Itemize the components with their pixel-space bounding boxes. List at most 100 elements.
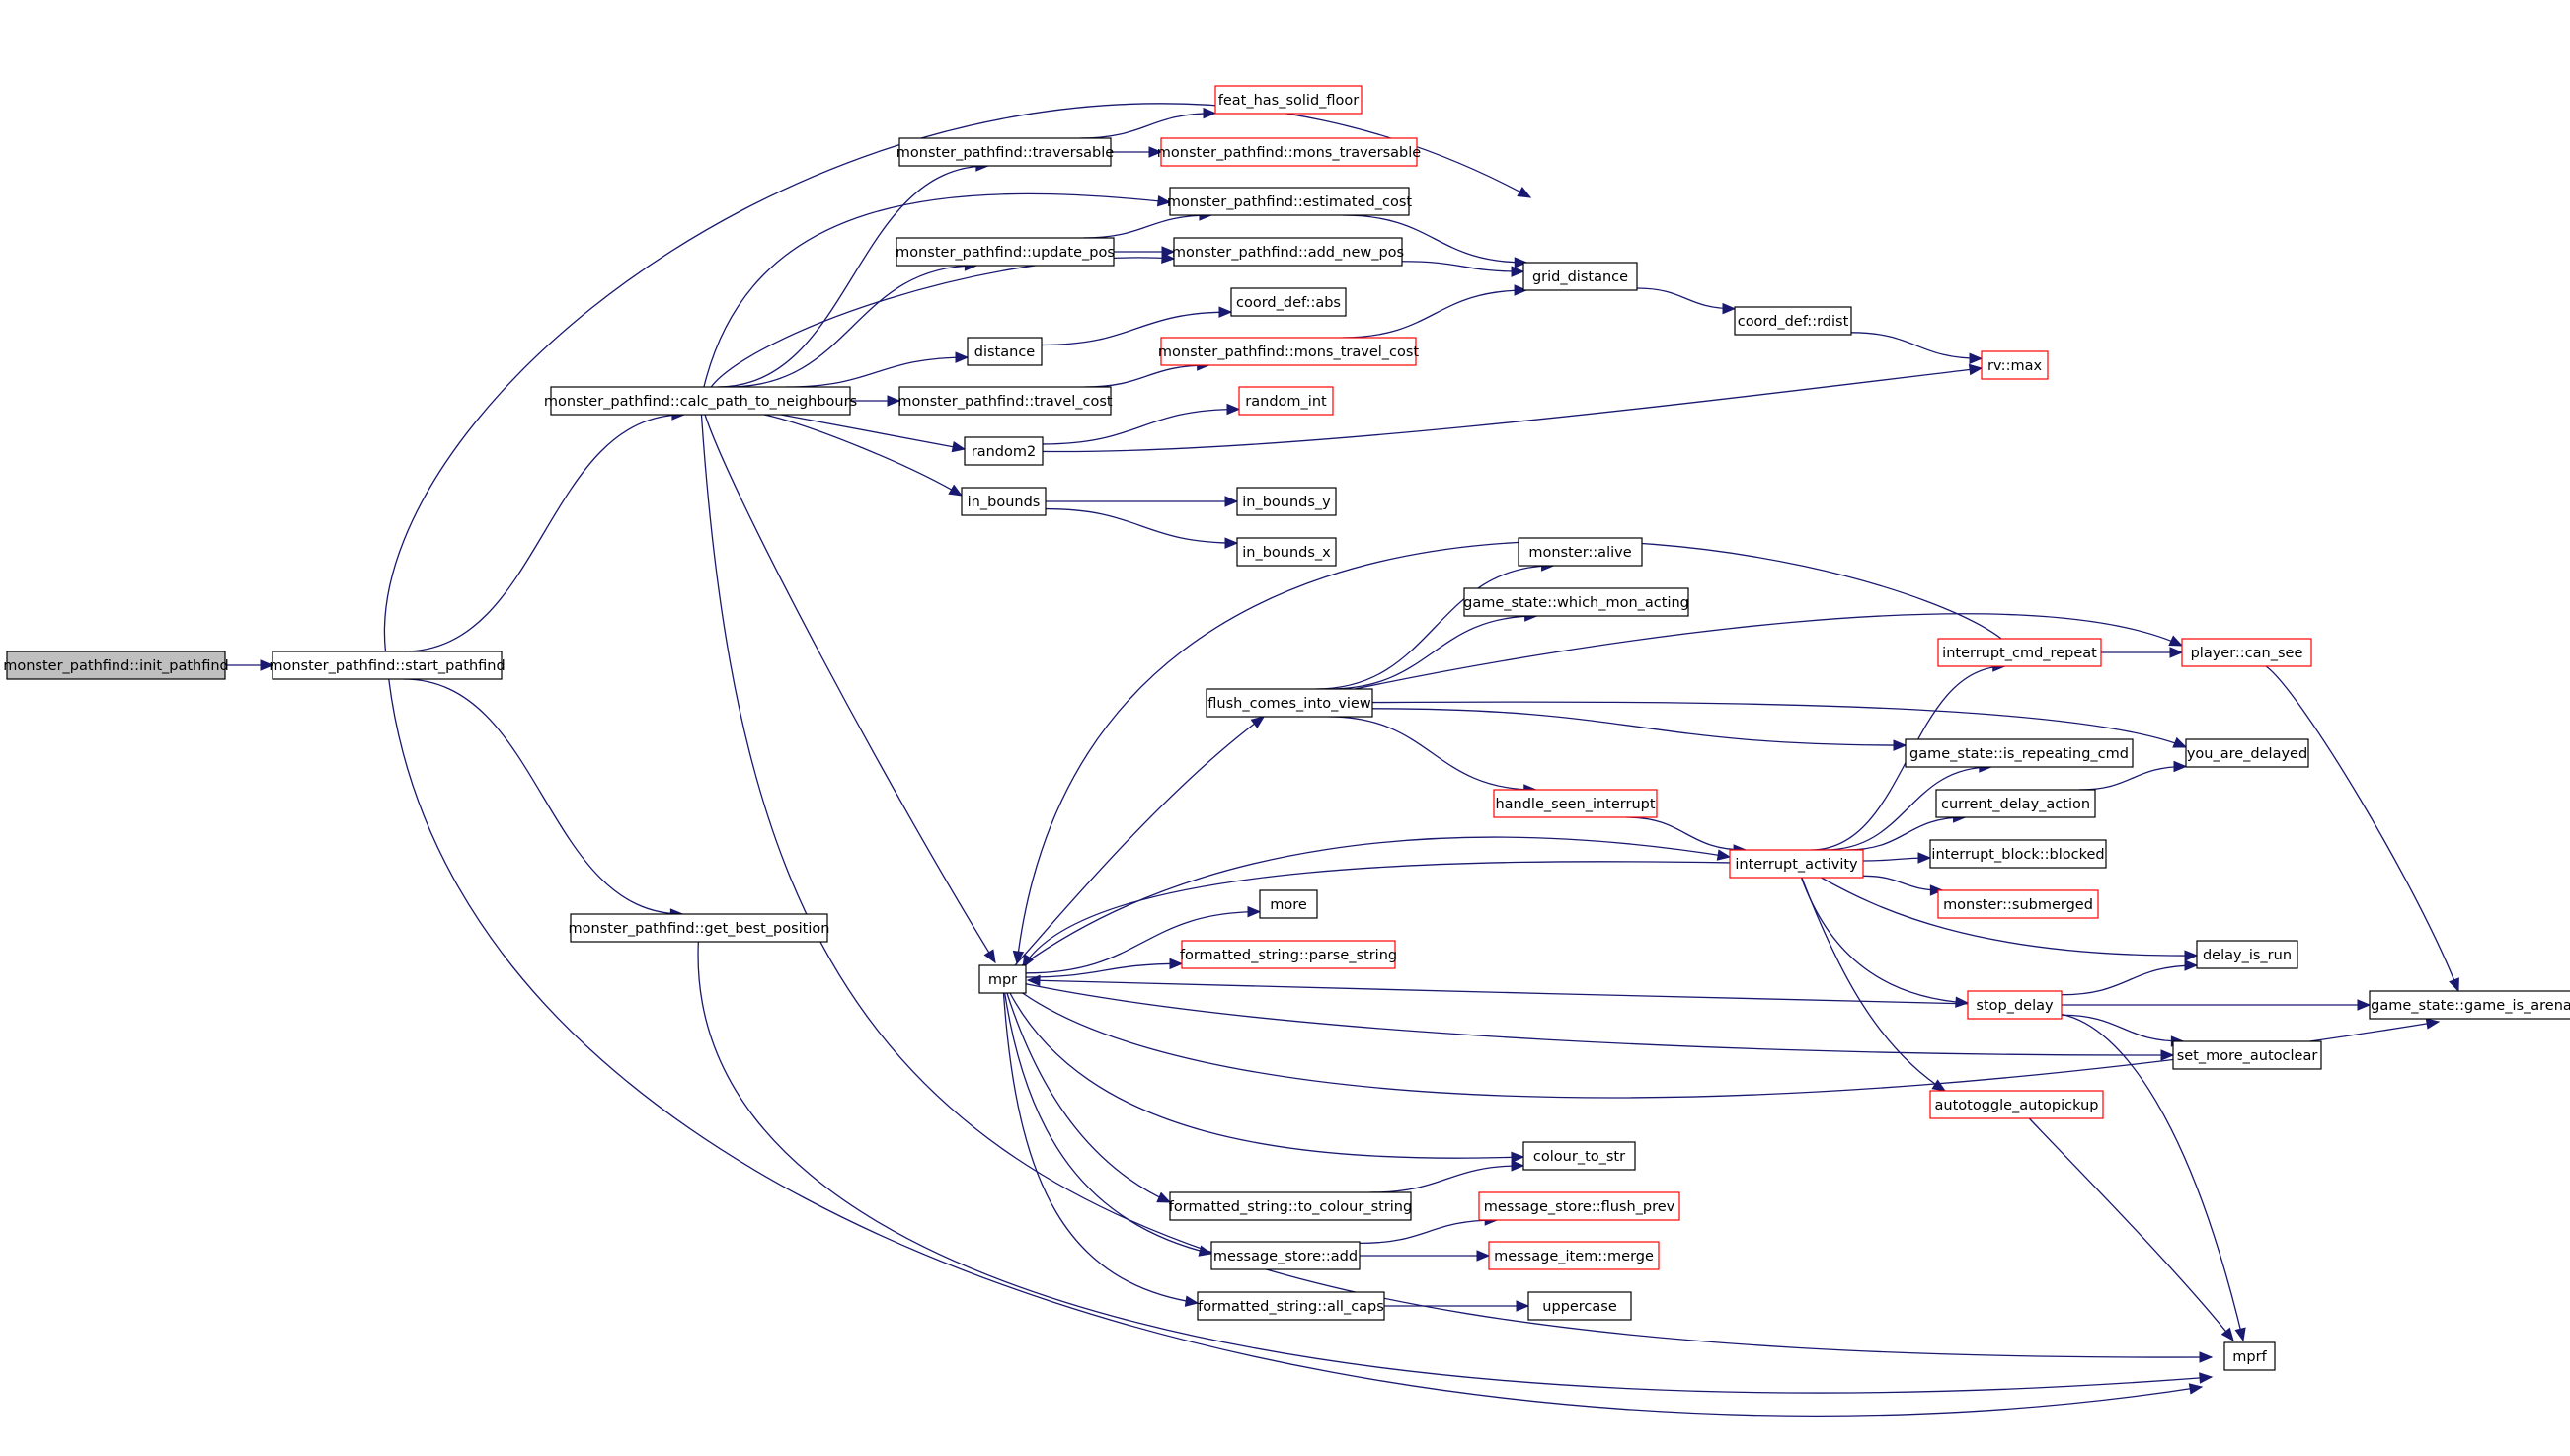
edge-mpr-to-parse_string (1025, 962, 1183, 978)
node-more[interactable]: more (1259, 889, 1318, 919)
node-label: monster_pathfind::init_pathfind (3, 658, 229, 674)
node-estimated-cost[interactable]: monster_pathfind::estimated_cost (1167, 187, 1412, 216)
node-player-can-see[interactable]: player::can_see (2181, 638, 2312, 667)
node-traversable[interactable]: monster_pathfind::traversable (896, 137, 1114, 167)
node-label: random_int (1245, 394, 1327, 410)
node-label: coord_def::abs (1236, 295, 1341, 311)
edge-mpr-to-flush_comes_into_view-arrowhead (1250, 716, 1266, 729)
node-current-delay-action[interactable]: current_delay_action (1935, 789, 2096, 818)
node-label: delay_is_run (2203, 948, 2292, 963)
edge-all_caps-to-uppercase-arrowhead (1516, 1300, 1530, 1312)
node-label: grid_distance (1532, 269, 1628, 285)
node-you-are-delayed[interactable]: you_are_delayed (2185, 738, 2309, 768)
node-add-new-pos[interactable]: monster_pathfind::add_new_pos (1172, 237, 1404, 267)
node-flush-comes-into-view[interactable]: flush_comes_into_view (1206, 688, 1373, 718)
node-coord-abs[interactable]: coord_def::abs (1230, 287, 1347, 317)
node-colour-to-str[interactable]: colour_to_str (1522, 1141, 1636, 1171)
node-monster-alive[interactable]: monster::alive (1518, 537, 1643, 567)
node-box (272, 651, 503, 680)
node-label: in_bounds (968, 495, 1041, 510)
node-stop-delay[interactable]: stop_delay (1967, 990, 2063, 1020)
node-box (570, 913, 828, 943)
node-label: feat_has_solid_floor (1218, 93, 1360, 109)
node-mons-traversable[interactable]: monster_pathfind::mons_traversable (1157, 137, 1421, 167)
node-which-mon-acting[interactable]: game_state::which_mon_acting (1463, 587, 1689, 617)
node-mpr[interactable]: mpr (978, 964, 1027, 994)
edge-calc_path-to-mprf-arrowhead (2199, 1351, 2214, 1363)
node-init-pathfind[interactable]: monster_pathfind::init_pathfind (3, 651, 229, 680)
edge-interrupt_activity-to-delay_is_run (1821, 877, 2198, 957)
node-box (2181, 638, 2312, 667)
edge-in_bounds-to-in_bounds_x (1045, 507, 1238, 544)
node-monster-submerged[interactable]: monster::submerged (1937, 889, 2099, 919)
node-label: monster_pathfind::update_pos (896, 245, 1115, 261)
edge-random2-to-random_int-arrowhead (1226, 403, 1241, 416)
node-label: game_state::game_is_arena (2371, 998, 2570, 1014)
node-update-pos[interactable]: monster_pathfind::update_pos (896, 237, 1115, 267)
node-delay-is-run[interactable]: delay_is_run (2196, 940, 2298, 969)
node-handle-seen-interrupt[interactable]: handle_seen_interrupt (1493, 789, 1658, 818)
node-random-int[interactable]: random_int (1238, 386, 1334, 416)
node-box (550, 386, 851, 416)
edge-get_best_position-to-mprf-arrowhead (2199, 1372, 2214, 1384)
edge-current_delay_action-to-you_are_delayed (2078, 765, 2187, 791)
edge-flush_comes_into_view-to-player_can_see (1355, 613, 2183, 690)
node-interrupt-cmd-repeat[interactable]: interrupt_cmd_repeat (1937, 638, 2102, 667)
node-box (6, 651, 226, 680)
node-in-bounds-y[interactable]: in_bounds_y (1236, 487, 1337, 516)
node-feat-has-solid-floor[interactable]: feat_has_solid_floor (1214, 85, 1363, 115)
edge-autotoggle_autopickup-to-mprf (2028, 1117, 2234, 1341)
edge-grid_distance-to-coord_rdist-arrowhead (1722, 302, 1737, 315)
edge-traversable-to-feat_has_solid_floor (1079, 113, 1216, 139)
edge-autotoggle_autopickup-to-mprf-arrowhead (2220, 1327, 2234, 1342)
node-box (1160, 337, 1417, 366)
node-label: monster_pathfind::traversable (896, 145, 1114, 161)
node-label: message_item::merge (1494, 1249, 1654, 1264)
edge-calc_path-to-estimated_cost (703, 192, 1171, 388)
node-in-bounds-x[interactable]: in_bounds_x (1236, 537, 1337, 567)
node-set-more-autoclear[interactable]: set_more_autoclear (2172, 1040, 2322, 1070)
node-parse-string[interactable]: formatted_string::parse_string (1180, 940, 1397, 969)
node-mons-travel-cost[interactable]: monster_pathfind::mons_travel_cost (1158, 337, 1420, 366)
node-box (1734, 306, 1852, 336)
node-start-pathfind[interactable]: monster_pathfind::start_pathfind (269, 651, 506, 680)
edge-mpr-to-message_store_add (1004, 992, 1212, 1255)
edge-estimated_cost-to-grid_distance (1343, 214, 1527, 264)
node-in-bounds[interactable]: in_bounds (961, 487, 1047, 516)
node-coord-rdist[interactable]: coord_def::rdist (1734, 306, 1852, 336)
node-interrupt-activity[interactable]: interrupt_activity (1729, 849, 1864, 879)
node-label: autotoggle_autopickup (1935, 1098, 2099, 1113)
node-message-store-add[interactable]: message_store::add (1210, 1241, 1361, 1270)
node-all-caps[interactable]: formatted_string::all_caps (1197, 1291, 1385, 1321)
node-get-best-position[interactable]: monster_pathfind::get_best_position (569, 913, 830, 943)
node-grid-distance[interactable]: grid_distance (1522, 262, 1638, 291)
edge-coord_rdist-to-rv_max-arrowhead (1969, 352, 1984, 365)
node-flush-prev[interactable]: message_store::flush_prev (1478, 1191, 1680, 1221)
edge-mpr-to-set_more_autoclear-arrowhead (2160, 1049, 2175, 1061)
node-interrupt-block-blocked[interactable]: interrupt_block::blocked (1929, 839, 2107, 869)
edge-grid_distance-to-coord_rdist (1636, 287, 1736, 310)
node-is-repeating-cmd[interactable]: game_state::is_repeating_cmd (1905, 738, 2134, 768)
node-to-colour-string[interactable]: formatted_string::to_colour_string (1169, 1191, 1412, 1221)
node-mprf[interactable]: mprf (2223, 1341, 2276, 1371)
node-message-item-merge[interactable]: message_item::merge (1488, 1241, 1660, 1270)
node-game-is-arena[interactable]: game_state::game_is_arena (2369, 990, 2570, 1020)
node-label: distance (974, 345, 1036, 360)
edge-mpr-to-colour_to_str-arrowhead (1511, 1151, 1525, 1164)
node-random2[interactable]: random2 (964, 436, 1044, 466)
edge-calc_path-to-random2-arrowhead (951, 440, 967, 453)
node-calc-path[interactable]: monster_pathfind::calc_path_to_neighbour… (544, 386, 857, 416)
node-distance[interactable]: distance (967, 337, 1043, 366)
node-rv-max[interactable]: rv::max (1981, 350, 2049, 380)
node-label: monster_pathfind::travel_cost (897, 394, 1113, 410)
node-travel-cost[interactable]: monster_pathfind::travel_cost (897, 386, 1113, 416)
node-label: stop_delay (1976, 998, 2054, 1014)
edge-calc_path-to-distance-arrowhead (955, 351, 970, 363)
edge-calc_path-to-in_bounds (763, 414, 963, 497)
node-box (964, 436, 1044, 466)
node-uppercase[interactable]: uppercase (1527, 1291, 1632, 1321)
node-autotoggle-autopickup[interactable]: autotoggle_autopickup (1929, 1090, 2104, 1119)
edge-coord_rdist-to-rv_max (1850, 332, 1983, 359)
node-label: monster_pathfind::get_best_position (569, 921, 830, 937)
node-box (1238, 386, 1334, 416)
